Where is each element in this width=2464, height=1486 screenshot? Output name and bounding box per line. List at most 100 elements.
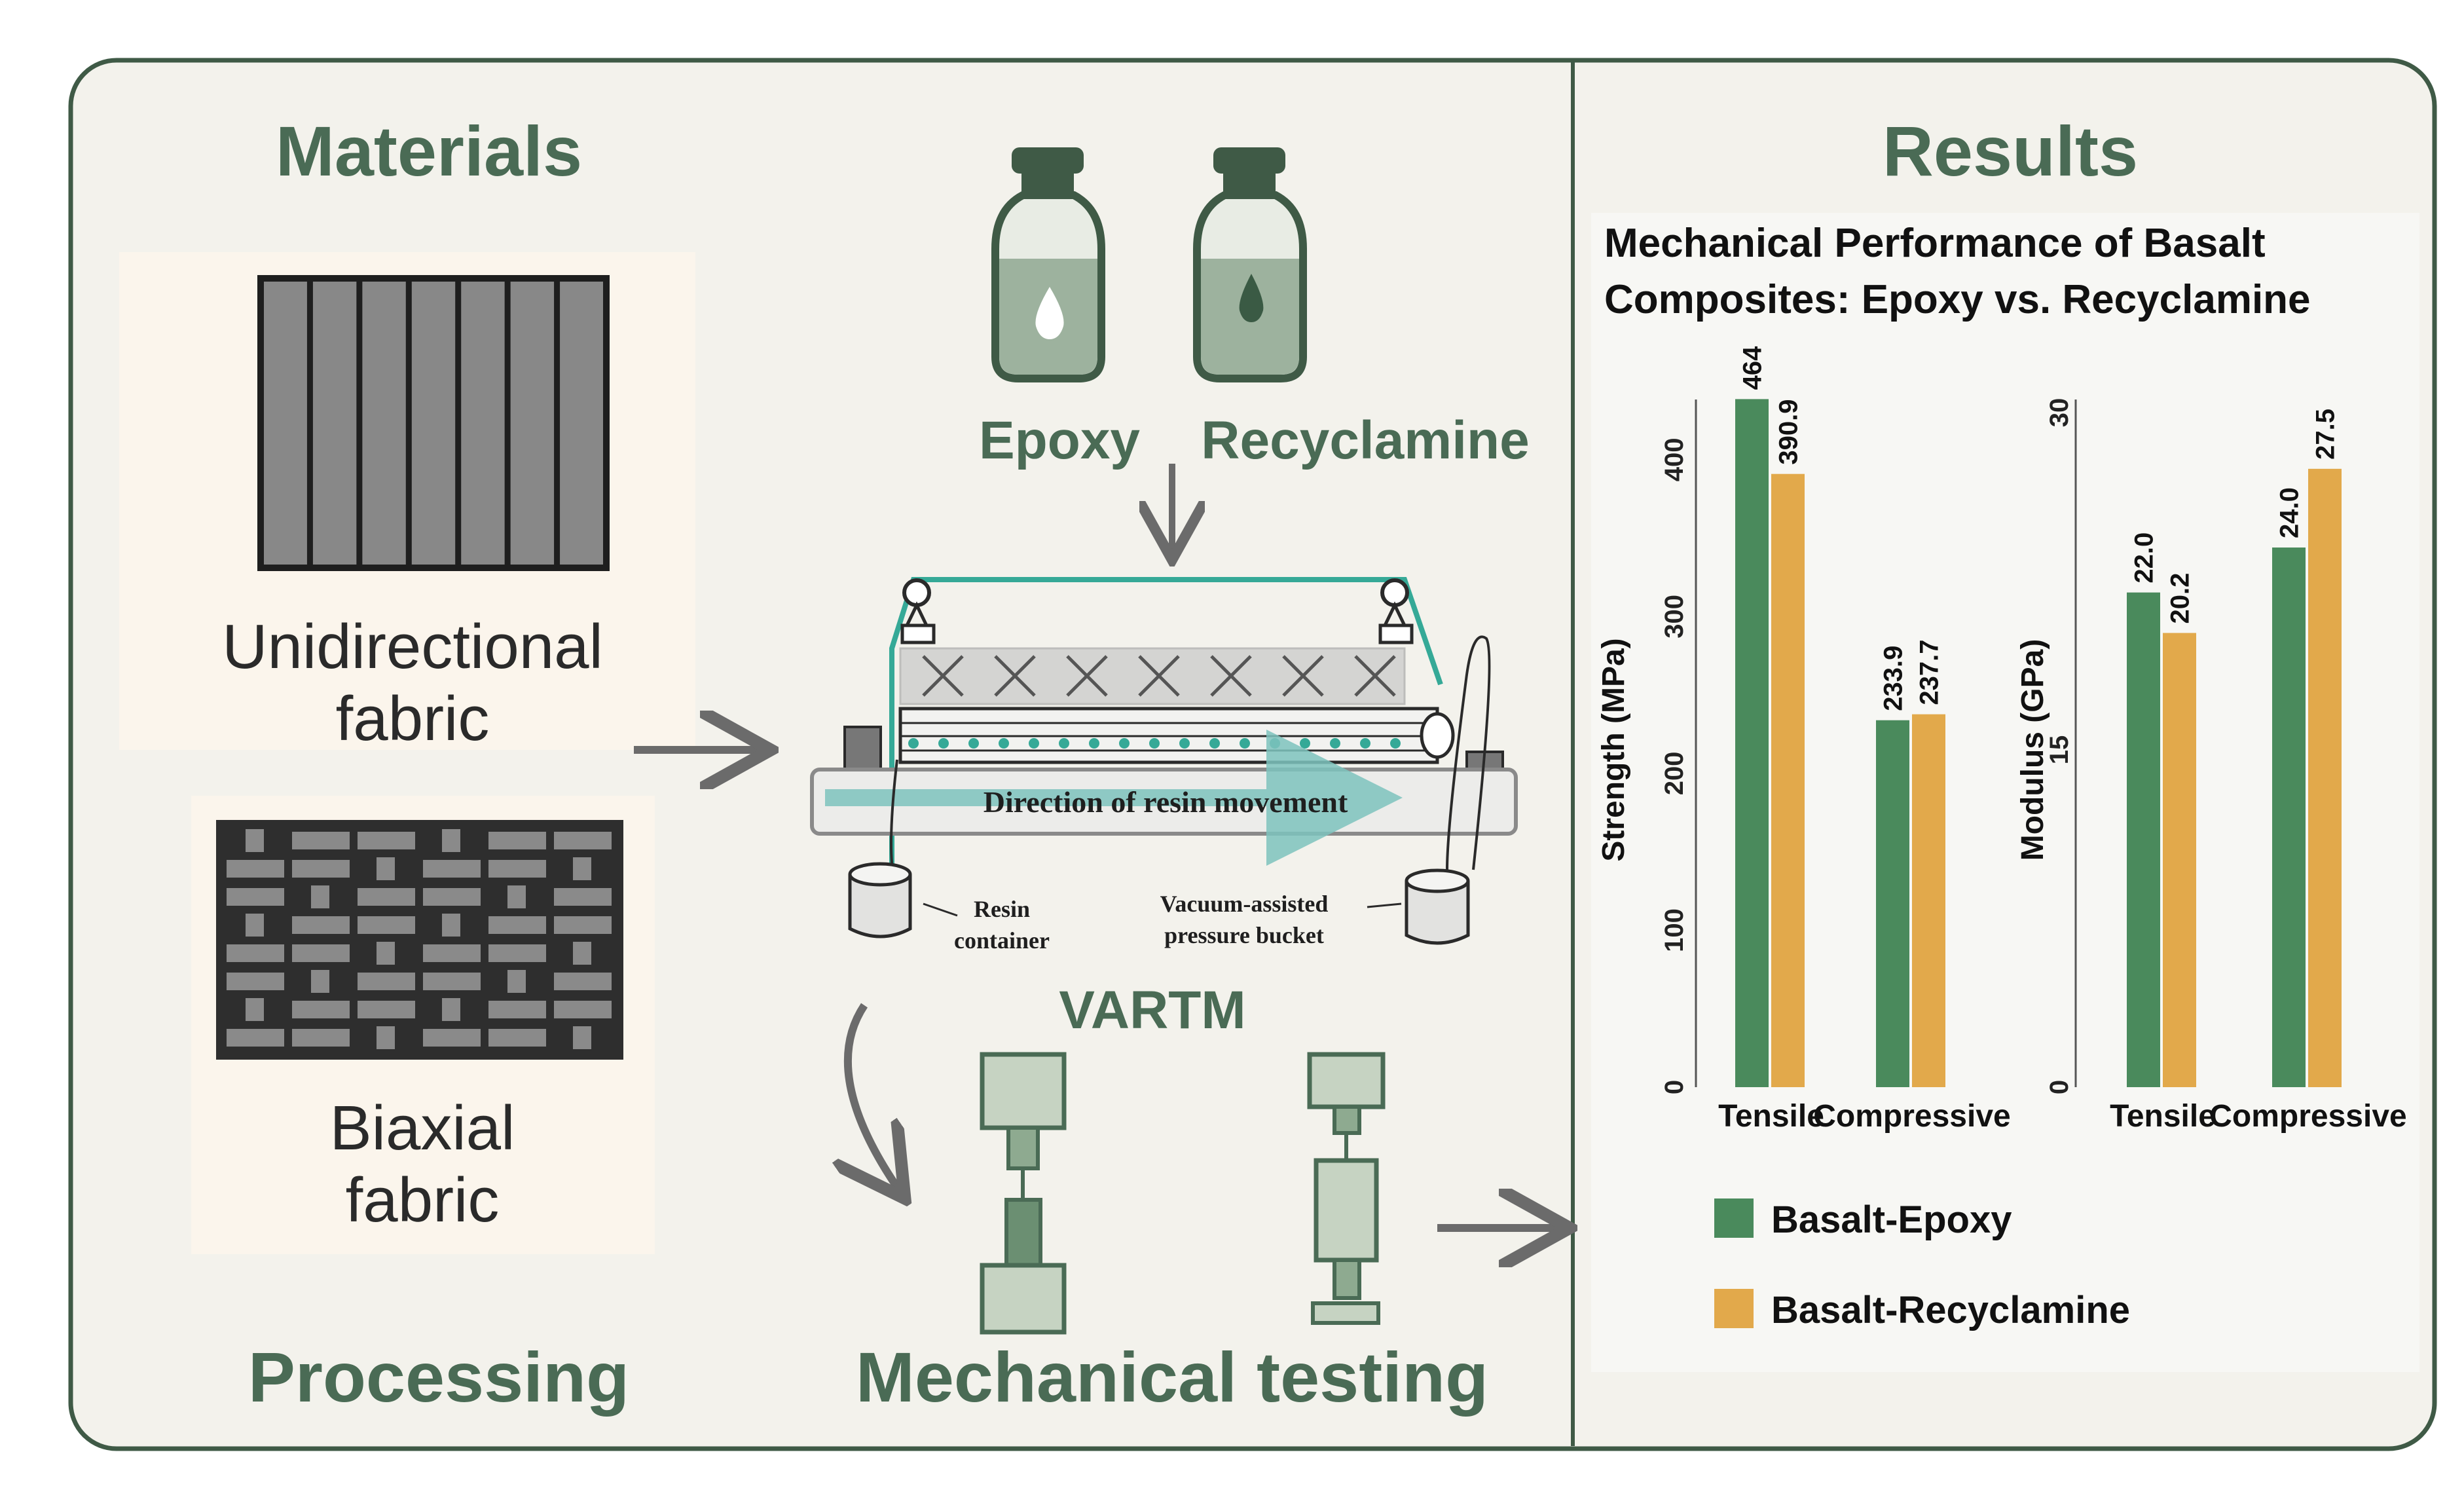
results-title: Results: [1883, 111, 2138, 191]
mechanical-testing-label: Mechanical testing: [856, 1337, 1488, 1417]
weave-block: [246, 998, 264, 1021]
cross-mark: [1066, 655, 1108, 697]
flow-dot: [938, 738, 949, 749]
flow-dot: [1360, 738, 1370, 749]
weave-block: [488, 860, 546, 878]
epoxy-bottle-icon: [991, 147, 1105, 382]
bar-basalt-epoxy: [2127, 592, 2160, 1087]
weave-block: [573, 1026, 591, 1049]
weave-block: [227, 860, 284, 878]
y-tick-label: 30: [2045, 398, 2074, 428]
weave-block: [358, 916, 415, 934]
weave-block: [554, 1001, 612, 1018]
epoxy-label: Epoxy: [979, 411, 1140, 470]
recyclamine-bottle-icon: [1193, 147, 1307, 382]
weave-block: [292, 916, 350, 934]
weave-block: [423, 1029, 481, 1047]
bucket-label-line2: pressure bucket: [1164, 922, 1324, 948]
weave-block: [488, 944, 546, 962]
y-tick-label: 200: [1660, 752, 1689, 796]
pressure-bucket-icon: [1405, 868, 1470, 945]
y-tick-label: 0: [2045, 1080, 2074, 1094]
resin-container-icon: [848, 862, 912, 938]
weave-block: [507, 885, 526, 908]
flow-dot: [1119, 738, 1130, 749]
chart-legend: Basalt-Epoxy Basalt-Recyclamine: [1714, 1198, 2130, 1331]
epoxy-drop-icon: [1035, 287, 1064, 339]
weave-block: [554, 973, 612, 990]
bar-value-label: 390.9: [1774, 399, 1803, 465]
weave-block: [358, 1001, 415, 1018]
weave-block: [507, 970, 526, 993]
weave-block: [423, 888, 481, 906]
flow-dot: [1209, 738, 1220, 749]
weave-block: [292, 944, 350, 962]
unidirectional-label-line1: Unidirectional: [222, 612, 603, 682]
weave-block: [488, 1001, 546, 1018]
bar-basalt-recyclamine: [1912, 714, 1945, 1087]
resin-container-label-line1: Resin: [974, 896, 1030, 922]
flow-dot: [999, 738, 1009, 749]
y-tick-label: 400: [1660, 437, 1689, 481]
weave-block: [292, 1001, 350, 1018]
weave-block: [292, 860, 350, 878]
weave-block: [311, 885, 329, 908]
bar-value-label: 27.5: [2311, 409, 2340, 460]
weave-block: [358, 888, 415, 906]
biaxial-fabric-card: Biaxial fabric: [191, 796, 655, 1254]
x-category-label: Tensile: [1718, 1099, 1824, 1134]
recyclamine-label: Recyclamine: [1201, 411, 1529, 470]
unidirectional-fabric-card: Unidirectional fabric: [119, 252, 695, 754]
bar-basalt-recyclamine: [2308, 468, 2342, 1087]
cross-mark: [1138, 655, 1180, 697]
cross-mark: [1354, 655, 1396, 697]
weave-block: [423, 973, 481, 990]
bar-value-label: 20.2: [2166, 573, 2195, 624]
bar-value-label: 464: [1738, 346, 1767, 390]
weave-block: [573, 942, 591, 965]
weave-block: [554, 888, 612, 906]
weave-block: [442, 829, 460, 852]
weave-block: [442, 998, 460, 1021]
flow-dot: [1240, 738, 1250, 749]
weave-block: [292, 1029, 350, 1047]
fabric-fiber-lines: [306, 280, 561, 566]
weave-block: [554, 916, 612, 934]
cross-mark: [1282, 655, 1324, 697]
materials-title: Materials: [276, 111, 582, 191]
weave-block: [573, 857, 591, 880]
y-tick-label: 300: [1660, 595, 1689, 639]
y-axis-label: Modulus (GPa): [2015, 639, 2050, 861]
weave-block: [358, 973, 415, 990]
weave-block: [488, 1029, 546, 1047]
vartm-label: VARTM: [1059, 980, 1245, 1040]
flow-dot: [1149, 738, 1160, 749]
bar-basalt-epoxy: [1735, 399, 1769, 1087]
weave-block: [377, 942, 395, 965]
chart-title-line2: Composites: Epoxy vs. Recyclamine: [1604, 277, 2311, 322]
resin-container-label-line2: container: [954, 927, 1050, 954]
weave-block: [292, 832, 350, 849]
chart-title-line1: Mechanical Performance of Basalt: [1604, 221, 2266, 266]
bar-basalt-epoxy: [2272, 548, 2306, 1087]
vartm-to-testing-arrow: [848, 1003, 900, 1192]
processing-title: Processing: [248, 1337, 629, 1417]
vartm-setup-diagram: Direction of resin movement Resin contai…: [810, 577, 1518, 954]
weave-block: [423, 944, 481, 962]
bar-basalt-recyclamine: [1771, 474, 1805, 1087]
biaxial-weave-pattern: [227, 829, 612, 1049]
flow-dot: [1029, 738, 1039, 749]
weave-block: [227, 1029, 284, 1047]
bar-value-label: 24.0: [2275, 487, 2304, 538]
x-category-label: Compressive: [1813, 1099, 2010, 1134]
flow-dot: [1059, 738, 1069, 749]
weave-block: [227, 973, 284, 990]
legend-label-recyclamine: Basalt-Recyclamine: [1771, 1289, 2130, 1331]
resin-flow-label: Direction of resin movement: [984, 785, 1348, 819]
unidirectional-label-line2: fabric: [336, 684, 490, 754]
y-tick-label: 100: [1660, 908, 1689, 952]
cross-mark: [922, 655, 964, 697]
legend-swatch-recyclamine: [1714, 1289, 1754, 1328]
bar-value-label: 22.0: [2130, 532, 2159, 584]
flow-dot: [1330, 738, 1340, 749]
